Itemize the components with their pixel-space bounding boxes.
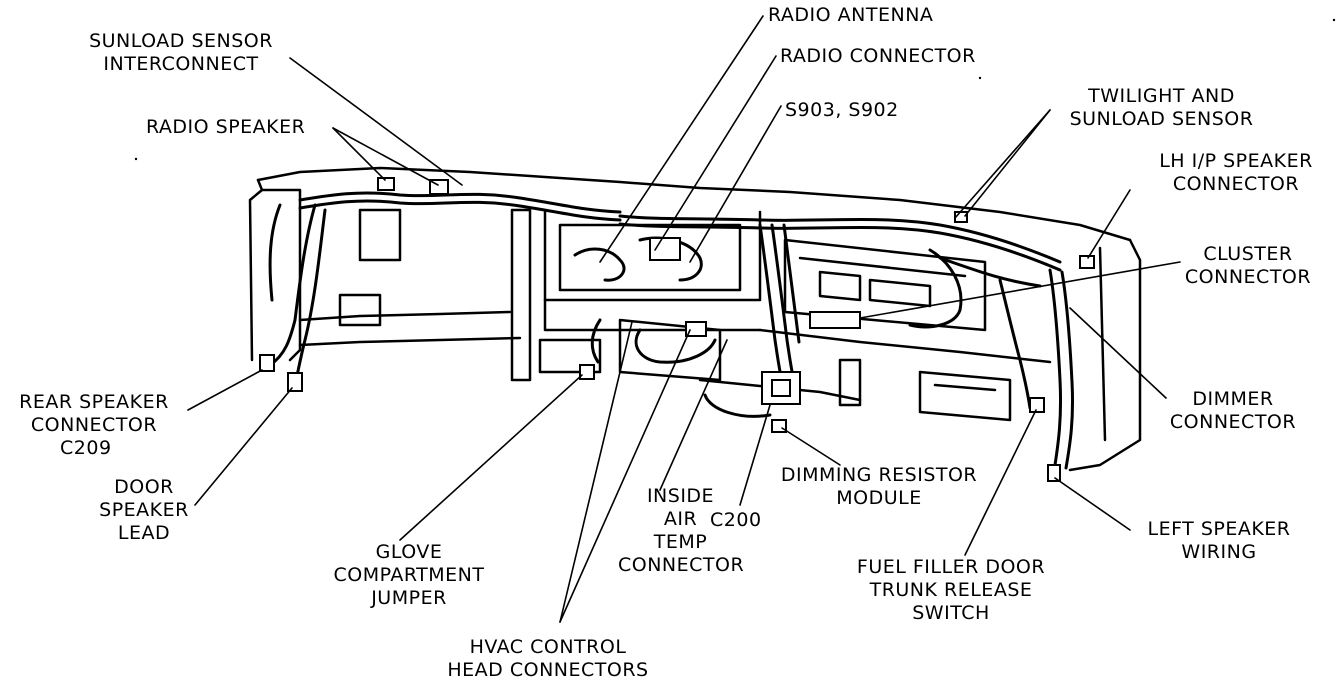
wire-harness [268, 191, 1075, 470]
label-fuel-filler-trunk-release: FUEL FILLER DOOR TRUNK RELEASE SWITCH [856, 556, 1046, 624]
label-dimming-resistor-module: DIMMING RESISTOR MODULE [780, 464, 978, 509]
stray-marks [134, 18, 1336, 161]
label-radio-connector: RADIO CONNECTOR [780, 45, 976, 67]
label-s903-s902: S903, S902 [785, 99, 899, 121]
label-hvac-control-head-connectors: HVAC CONTROL HEAD CONNECTORS [447, 636, 649, 681]
connector-blocks [259, 177, 1095, 482]
label-twilight-sunload-sensor: TWILIGHT AND SUNLOAD SENSOR [1069, 85, 1254, 130]
label-lh-ip-speaker-connector: LH I/P SPEAKER CONNECTOR [1159, 150, 1313, 195]
leader-lines [187, 15, 1181, 623]
label-cluster-connector: CLUSTER CONNECTOR [1184, 243, 1312, 288]
label-radio-antenna: RADIO ANTENNA [768, 4, 934, 26]
instrument-panel-outline [248, 166, 1142, 472]
label-rear-speaker-connector: REAR SPEAKER CONNECTOR C209 [19, 391, 169, 459]
label-glove-compartment-jumper: GLOVE COMPARTMENT JUMPER [333, 541, 485, 609]
label-left-speaker-wiring: LEFT SPEAKER WIRING [1147, 518, 1291, 563]
label-sunload-sensor-interconnect: SUNLOAD SENSOR INTERCONNECT [89, 30, 273, 75]
label-c200: C200 [710, 509, 762, 531]
label-radio-speaker: RADIO SPEAKER [146, 116, 306, 138]
label-dimmer-connector: DIMMER CONNECTOR [1169, 388, 1297, 433]
label-inside-air-temp-connector: INSIDE AIR TEMP CONNECTOR [618, 485, 745, 576]
label-door-speaker-lead: DOOR SPEAKER LEAD [99, 476, 189, 544]
